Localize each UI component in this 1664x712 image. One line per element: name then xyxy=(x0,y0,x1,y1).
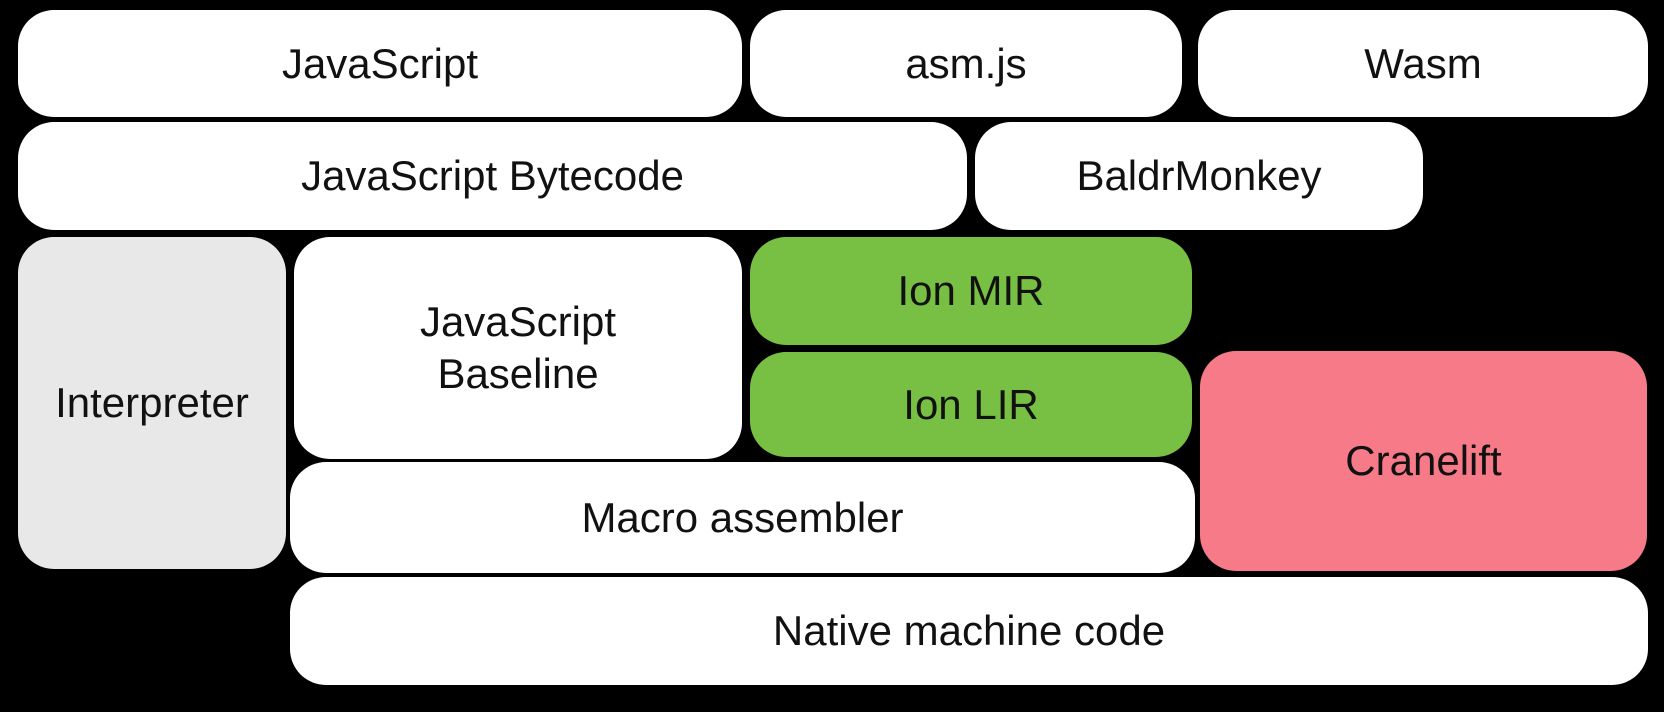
node-native-machine-code: Native machine code xyxy=(290,577,1648,685)
node-asmjs: asm.js xyxy=(750,10,1182,117)
node-macro-assembler: Macro assembler xyxy=(290,462,1195,573)
node-ion-lir: Ion LIR xyxy=(750,352,1192,457)
node-interpreter: Interpreter xyxy=(18,237,286,569)
node-javascript: JavaScript xyxy=(18,10,742,117)
node-wasm: Wasm xyxy=(1198,10,1648,117)
node-javascript-baseline: JavaScript Baseline xyxy=(294,237,742,459)
node-cranelift: Cranelift xyxy=(1200,351,1647,571)
node-javascript-bytecode: JavaScript Bytecode xyxy=(18,122,967,230)
node-baldrmonkey: BaldrMonkey xyxy=(975,122,1423,230)
node-ion-mir: Ion MIR xyxy=(750,237,1192,345)
